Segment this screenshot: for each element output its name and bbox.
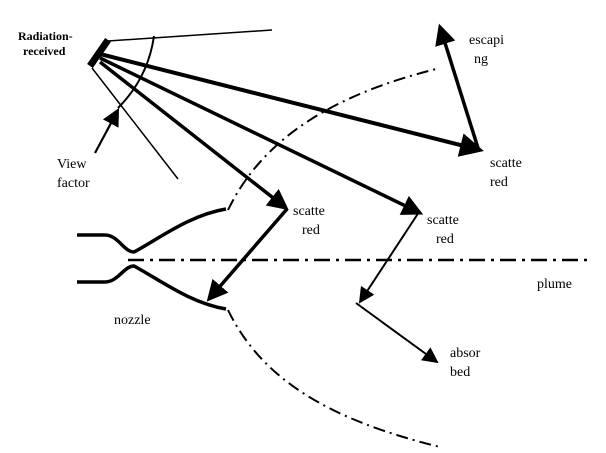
nozzle-upper-wall bbox=[77, 207, 227, 254]
view-cone-bottom-line bbox=[91, 67, 179, 180]
label-scattered-mid-line2: red bbox=[436, 232, 454, 247]
label-scattered-mid-line1: scatte bbox=[427, 213, 459, 228]
label-scattered-right: scatte red bbox=[490, 154, 522, 192]
label-absorbed-line1: absor bbox=[450, 346, 481, 361]
label-view-factor: View factor bbox=[57, 155, 90, 193]
label-absorbed: absor bed bbox=[450, 344, 480, 382]
label-escaping-line1: escapi bbox=[469, 33, 504, 48]
label-scattered-right-line1: scatte bbox=[490, 156, 522, 171]
label-radiation-received-line1: Radiation- bbox=[18, 29, 73, 43]
ray-to-absorbed bbox=[355, 302, 439, 364]
nozzle-lower-wall bbox=[77, 264, 227, 311]
label-nozzle: nozzle bbox=[114, 313, 151, 328]
label-scattered-left: scatte red bbox=[293, 202, 325, 240]
label-view-factor-line1: View bbox=[57, 157, 87, 172]
ray-escaping bbox=[435, 23, 480, 149]
label-scattered-left-line1: scatte bbox=[293, 204, 325, 219]
label-absorbed-line2: bed bbox=[450, 365, 471, 380]
view-cone-top-line bbox=[107, 29, 273, 42]
label-radiation-received-line2: received bbox=[23, 44, 66, 58]
label-plume: plume bbox=[537, 277, 572, 292]
label-view-factor-line2: factor bbox=[57, 176, 90, 191]
label-scattered-left-line2: red bbox=[302, 223, 320, 238]
ray-to-left-scatter bbox=[98, 60, 289, 211]
label-scattered-mid: scatte red bbox=[427, 211, 459, 249]
label-escaping-line2: ng bbox=[474, 52, 488, 67]
label-radiation-received: Radiation- received bbox=[18, 29, 73, 59]
ray-to-mid-scatter bbox=[99, 56, 424, 215]
ray-mid-scatter-down bbox=[358, 211, 420, 304]
receiver-plate bbox=[87, 38, 111, 68]
ray-to-escaping-scatter bbox=[99, 52, 484, 157]
view-factor-arc bbox=[117, 35, 155, 109]
ray-left-scatter-to-nozzle bbox=[206, 207, 289, 302]
plume-boundary-lower bbox=[227, 309, 441, 448]
label-escaping: escapi ng bbox=[469, 31, 504, 69]
view-factor-arrow bbox=[94, 108, 120, 154]
label-scattered-right-line2: red bbox=[490, 175, 508, 190]
plume-boundary-upper bbox=[227, 67, 441, 211]
